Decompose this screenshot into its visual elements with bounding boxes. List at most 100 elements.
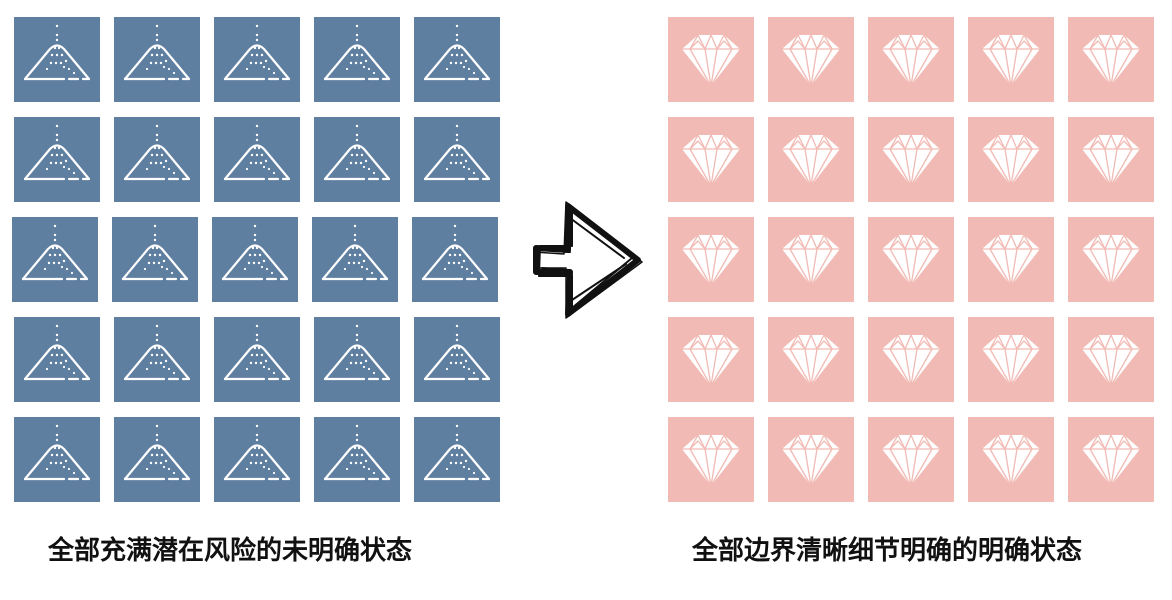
sand-pile-icon <box>21 224 89 281</box>
sand-pile-icon <box>23 424 91 481</box>
sand-pile-icon <box>123 324 191 381</box>
sand-pile-icon <box>223 124 291 181</box>
sand-tile <box>114 17 200 102</box>
diamond-tile <box>868 217 954 302</box>
sand-tile <box>214 417 300 502</box>
diamond-tile <box>968 317 1054 402</box>
diamond-tile <box>768 217 854 302</box>
sand-tile <box>414 317 500 402</box>
sand-pile-icon <box>23 124 91 181</box>
diamond-icon <box>782 434 840 487</box>
sand-tile <box>112 217 198 302</box>
sand-pile-icon <box>321 224 389 281</box>
diamond-tile <box>1068 17 1154 102</box>
sand-tile <box>214 17 300 102</box>
diamond-icon <box>882 334 940 387</box>
sand-pile-icon <box>323 424 391 481</box>
diamond-tile <box>1068 417 1154 502</box>
sand-tile <box>14 417 100 502</box>
sand-pile-icon <box>423 324 491 381</box>
sand-tile <box>114 417 200 502</box>
sand-tile <box>114 317 200 402</box>
diamond-tile <box>1068 317 1154 402</box>
diamond-icon <box>982 434 1040 487</box>
sand-tile <box>114 117 200 202</box>
diamond-icon <box>782 134 840 187</box>
diamond-tile <box>1068 217 1154 302</box>
diamond-icon <box>982 334 1040 387</box>
diamond-tile <box>668 17 754 102</box>
right-caption: 全部边界清晰细节明确的明确状态 <box>692 536 1083 566</box>
sand-pile-icon <box>23 24 91 81</box>
diamond-tile <box>768 17 854 102</box>
sand-tile <box>314 417 400 502</box>
diamond-icon <box>682 334 740 387</box>
sand-pile-icon <box>221 224 289 281</box>
sand-pile-icon <box>223 24 291 81</box>
arrow-right-icon <box>533 201 643 319</box>
diamond-tile <box>668 317 754 402</box>
sand-pile-icon <box>23 324 91 381</box>
diamond-tile <box>768 417 854 502</box>
sand-tile <box>12 217 98 302</box>
diamond-icon <box>982 34 1040 87</box>
sand-pile-icon <box>323 24 391 81</box>
sand-tile <box>412 217 498 302</box>
diamond-icon <box>1082 234 1140 287</box>
sand-tile <box>414 117 500 202</box>
diamond-tile <box>868 117 954 202</box>
diamond-tile <box>668 417 754 502</box>
sand-tile <box>214 317 300 402</box>
diamond-tile <box>968 17 1054 102</box>
diamond-icon <box>982 134 1040 187</box>
sand-pile-icon <box>121 224 189 281</box>
diamond-tile <box>968 117 1054 202</box>
sand-tile <box>14 317 100 402</box>
diamond-icon <box>682 134 740 187</box>
sand-pile-icon <box>423 424 491 481</box>
diamond-tile <box>868 317 954 402</box>
diamond-tile <box>868 417 954 502</box>
diamond-icon <box>882 134 940 187</box>
sand-pile-icon <box>423 24 491 81</box>
diamond-tile <box>768 117 854 202</box>
diamond-tile <box>968 417 1054 502</box>
diamond-tile <box>868 17 954 102</box>
sand-tile <box>314 117 400 202</box>
diamond-icon <box>782 334 840 387</box>
diamond-tile <box>968 217 1054 302</box>
diamond-icon <box>882 434 940 487</box>
sand-pile-icon <box>123 24 191 81</box>
sand-tile <box>214 117 300 202</box>
sand-pile-icon <box>123 124 191 181</box>
sand-pile-icon <box>123 424 191 481</box>
sand-pile-icon <box>323 124 391 181</box>
diamond-icon <box>1082 34 1140 87</box>
diamond-icon <box>882 34 940 87</box>
sand-tile <box>314 17 400 102</box>
diamond-tile <box>768 317 854 402</box>
sand-pile-icon <box>421 224 489 281</box>
sand-pile-icon <box>323 324 391 381</box>
diamond-icon <box>982 234 1040 287</box>
sand-tile <box>314 317 400 402</box>
diamond-icon <box>882 234 940 287</box>
diamond-icon <box>782 234 840 287</box>
sand-pile-icon <box>223 324 291 381</box>
sand-pile-icon <box>423 124 491 181</box>
diamond-tile <box>1068 117 1154 202</box>
diamond-icon <box>1082 434 1140 487</box>
diamond-icon <box>1082 334 1140 387</box>
sand-tile <box>212 217 298 302</box>
sand-tile <box>414 17 500 102</box>
diamond-icon <box>782 34 840 87</box>
diamond-icon <box>1082 134 1140 187</box>
sand-pile-icon <box>223 424 291 481</box>
diamond-tile <box>668 117 754 202</box>
diamond-icon <box>682 34 740 87</box>
sand-tile <box>312 217 398 302</box>
left-caption: 全部充满潜在风险的未明确状态 <box>48 536 413 566</box>
diamond-icon <box>682 234 740 287</box>
sand-tile <box>14 17 100 102</box>
sand-tile <box>414 417 500 502</box>
